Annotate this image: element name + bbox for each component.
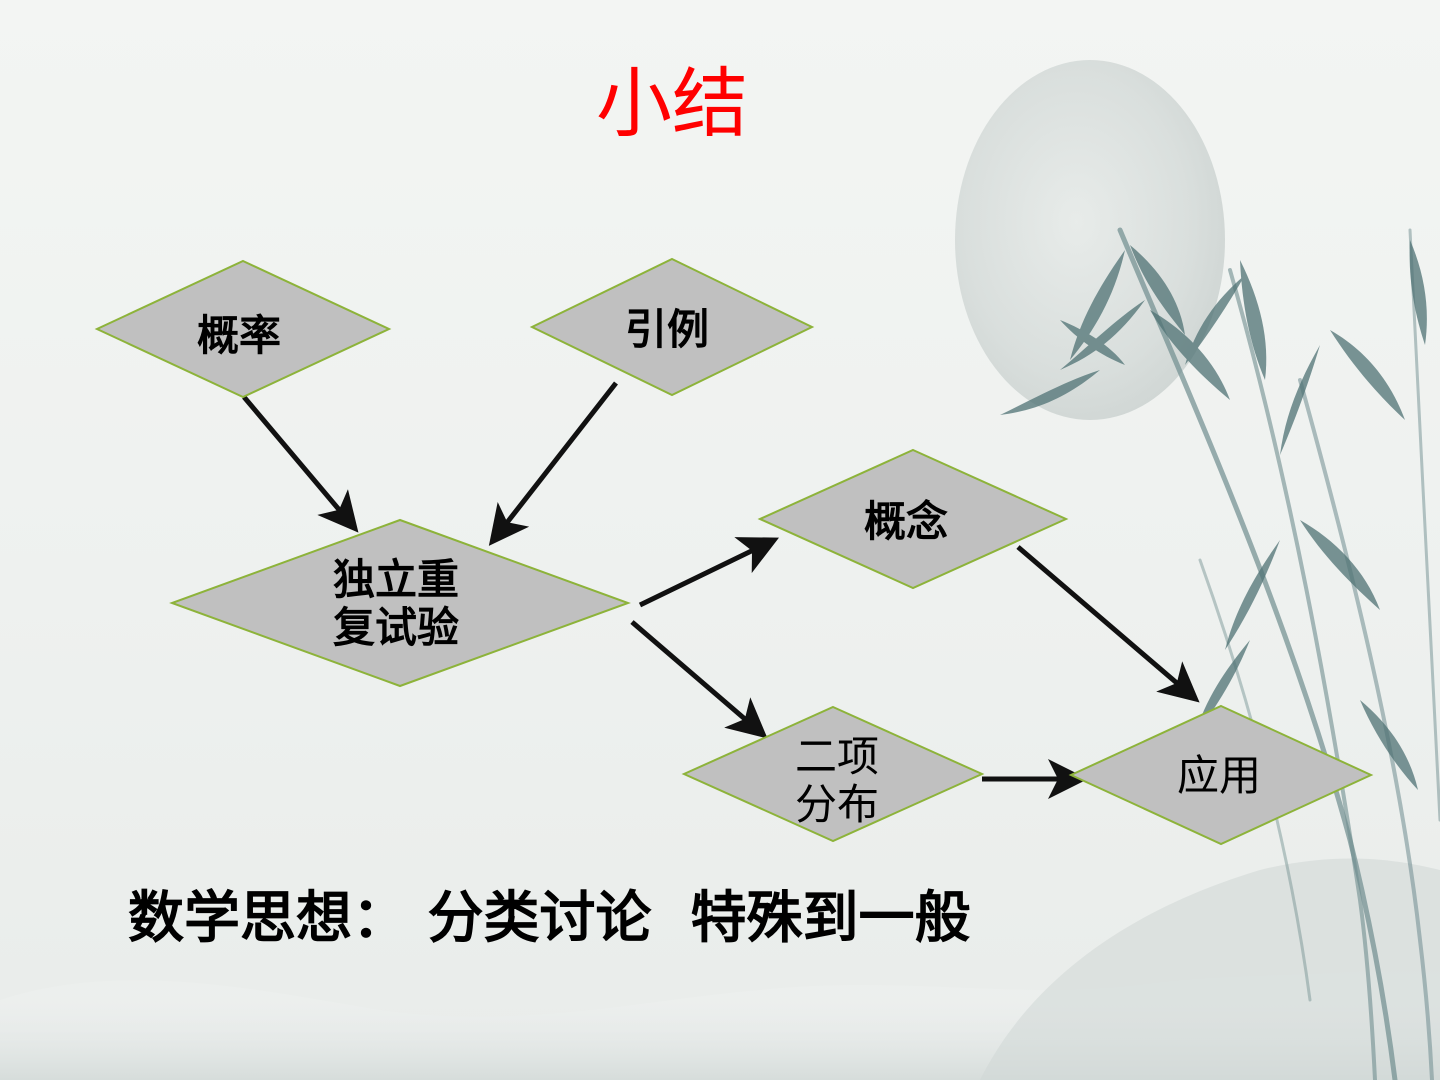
diagram-arrows [242,381,1200,799]
arrow-concept-to-application [1016,545,1200,703]
arrow-example-to-independent-trials [488,381,618,546]
slide-title: 小结 [596,59,748,148]
diagram-nodes [94,257,1374,846]
node-binomial-diamond [681,705,985,843]
node-application-diamond [1068,704,1374,846]
summary-math-thinking: 数学思想： 分类讨论 特殊到一般 [128,886,971,951]
node-independent-trials-diamond [169,518,631,688]
arrow-independent-trials-to-binomial [630,620,768,739]
arrow-independent-trials-to-concept [638,537,779,608]
node-example-diamond [529,257,815,397]
moon-shape [955,60,1225,420]
mist-hill-right [980,858,1440,1080]
arrow-probability-to-independent-trials [242,395,359,533]
bamboo-leaves [1000,240,1427,790]
node-probability-diamond [94,259,392,399]
node-concept-diamond [757,448,1069,590]
